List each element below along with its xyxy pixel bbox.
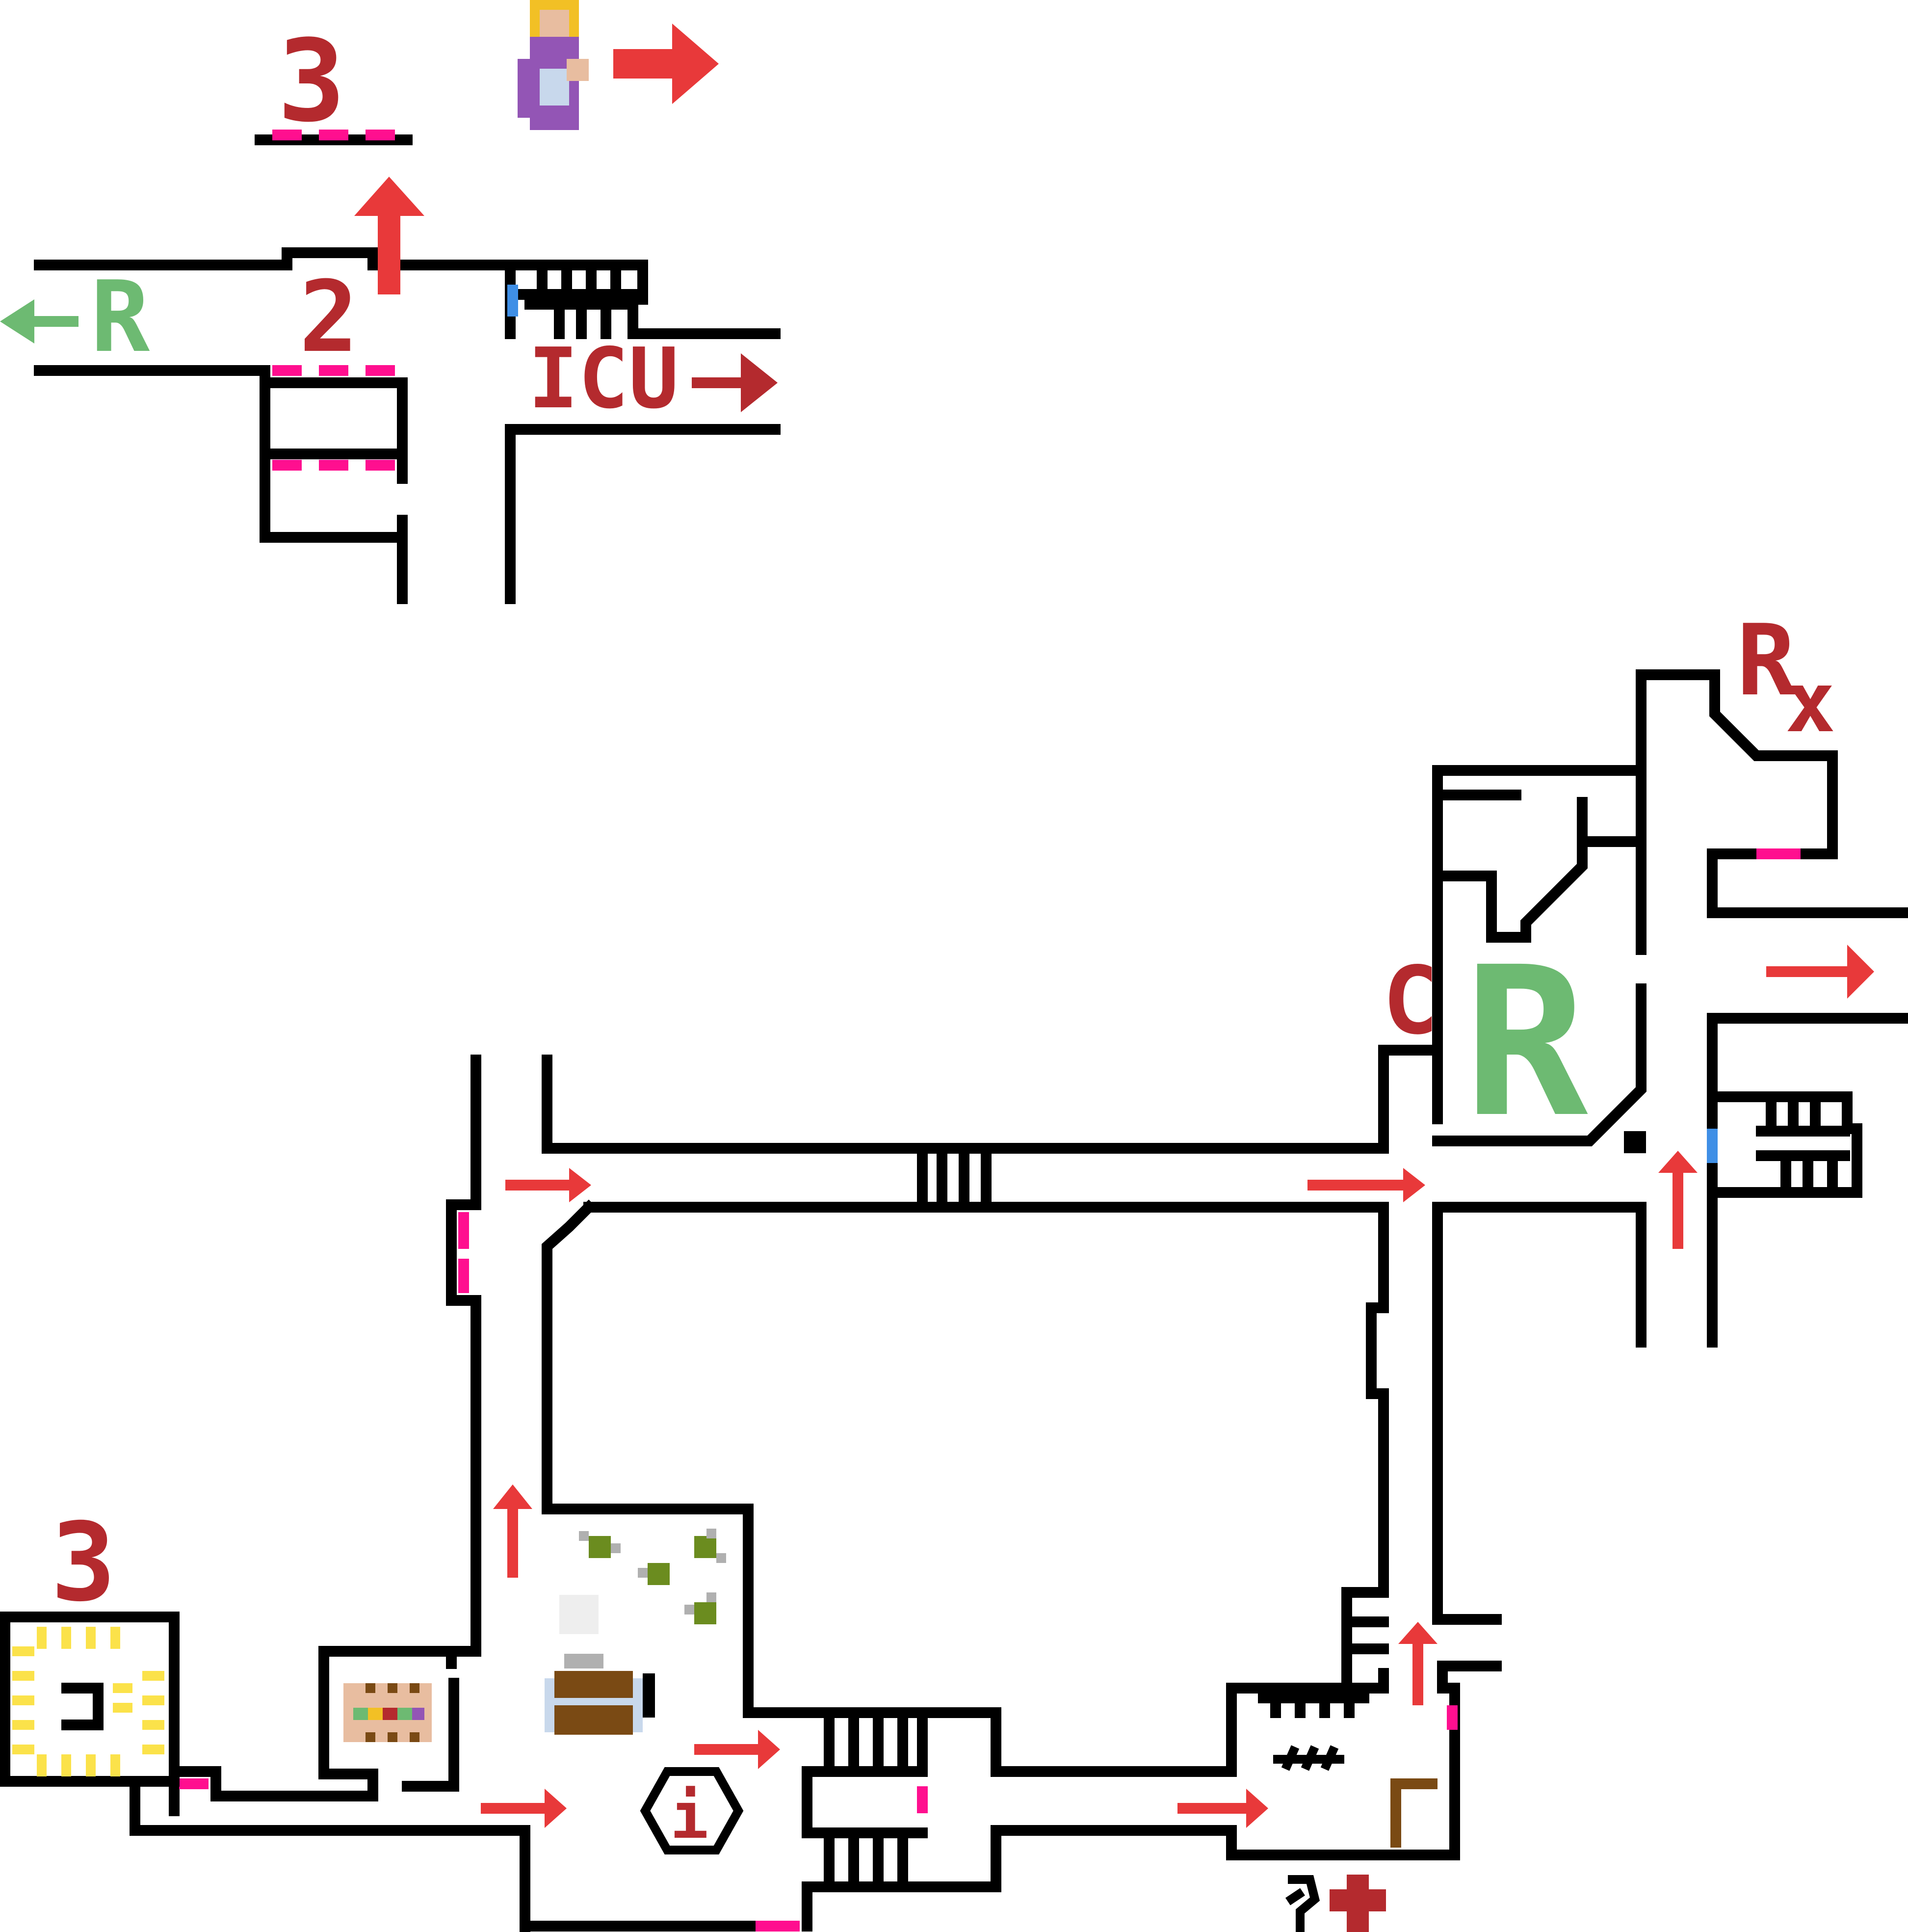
arrow-right-nursery [613, 24, 719, 104]
pharmacy-x-label: x [1785, 654, 1835, 751]
gift-shop-icon [1273, 1745, 1438, 1848]
restroom-west: R [0, 260, 150, 374]
stairs-icon [917, 1143, 992, 1213]
floor-3-label: 3 [278, 16, 345, 147]
wall [34, 247, 648, 270]
wall [802, 1683, 1460, 1932]
wall [260, 365, 408, 604]
wall [542, 1045, 1443, 1154]
wall [1432, 1202, 1502, 1625]
pharmacy-rx-sign: R x [1737, 604, 1835, 751]
wall [1636, 669, 1908, 918]
stairs-icon [824, 1707, 908, 1892]
floor-3-label-bottom: 3 [51, 1500, 116, 1625]
wall [402, 1678, 459, 1792]
wall [542, 1199, 1389, 1777]
wall [1341, 1587, 1389, 1694]
coffee-icon [545, 1595, 655, 1735]
wall [1432, 765, 1647, 1124]
plants-icon [579, 1529, 726, 1624]
stairs-icon [1707, 1091, 1862, 1198]
wall [169, 1766, 221, 1816]
wall [1437, 1661, 1502, 1694]
icu-sign: ICU [528, 330, 778, 427]
stairs-icon [505, 260, 648, 339]
elevator-icon [0, 1612, 180, 1787]
main-floor-plan [0, 669, 1908, 1932]
wall [1432, 983, 1647, 1146]
wall [130, 1776, 530, 1932]
chapel-label: C [1383, 947, 1438, 1055]
wall [1432, 1202, 1647, 1348]
emergency-cross-icon [1285, 1875, 1386, 1932]
wall [260, 377, 408, 484]
floor-2-label: 2 [299, 260, 358, 374]
sandwich-icon [343, 1683, 432, 1742]
wall [802, 1707, 928, 1838]
stairs-icon [1258, 1693, 1369, 1718]
restroom-east-label: R [1464, 923, 1590, 1163]
arrow-up-to-floor-3 [354, 177, 424, 294]
restroom-west-label: R [91, 260, 150, 374]
direction-arrows [481, 945, 1874, 1828]
pharmacy-r-label: R [1737, 604, 1796, 718]
icu-label: ICU [528, 330, 679, 427]
upper-floor-plan [34, 130, 781, 604]
wall [583, 1202, 1389, 1598]
nursery-mother-baby-icon [518, 0, 589, 130]
wall [210, 1055, 481, 1801]
info-label: i [670, 1778, 708, 1853]
information-icon: i [640, 1767, 744, 1854]
